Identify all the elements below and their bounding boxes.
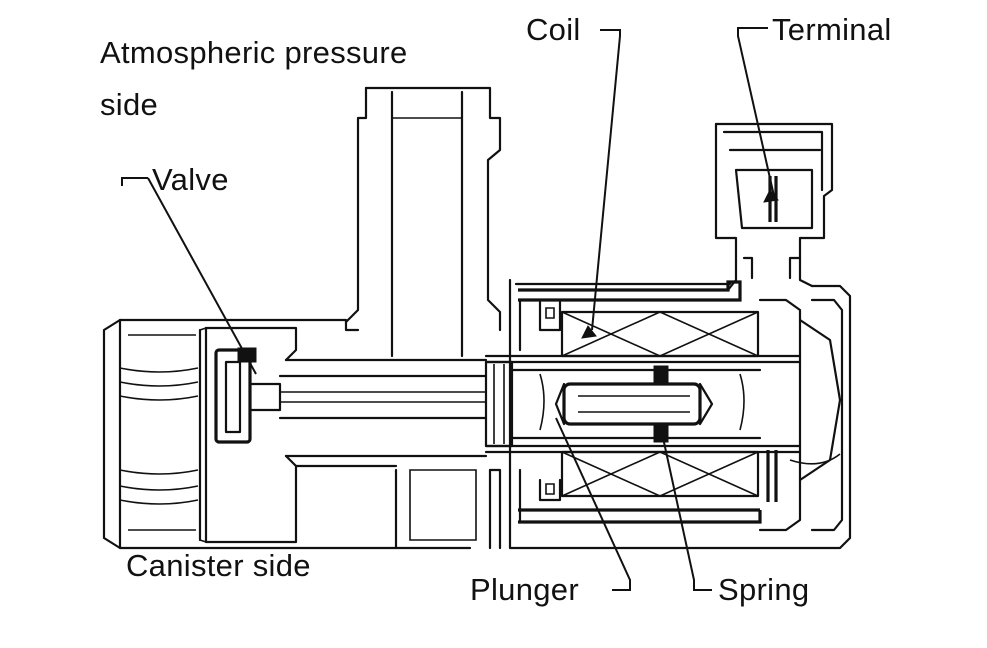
atmospheric-pressure-label: Atmospheric pressure bbox=[100, 35, 408, 70]
terminal-connector bbox=[714, 122, 834, 292]
coil-windings bbox=[484, 310, 802, 498]
valve-label: Valve bbox=[152, 162, 229, 197]
valve-disc bbox=[214, 347, 488, 444]
coil-housing bbox=[508, 278, 852, 550]
valve-body bbox=[102, 318, 502, 550]
canister-end bbox=[119, 367, 199, 505]
leader-lines bbox=[121, 27, 775, 591]
canister-side-label: Canister side bbox=[126, 548, 311, 583]
terminal-label: Terminal bbox=[772, 12, 892, 47]
atmospheric-side-label: side bbox=[100, 87, 159, 122]
atmospheric-port bbox=[344, 86, 502, 358]
plunger bbox=[484, 360, 762, 448]
coil-label: Coil bbox=[526, 12, 581, 47]
spring-label: Spring bbox=[718, 572, 810, 607]
plunger-label: Plunger bbox=[470, 572, 579, 607]
end-stopper bbox=[766, 450, 841, 502]
leader-tips bbox=[581, 189, 779, 339]
